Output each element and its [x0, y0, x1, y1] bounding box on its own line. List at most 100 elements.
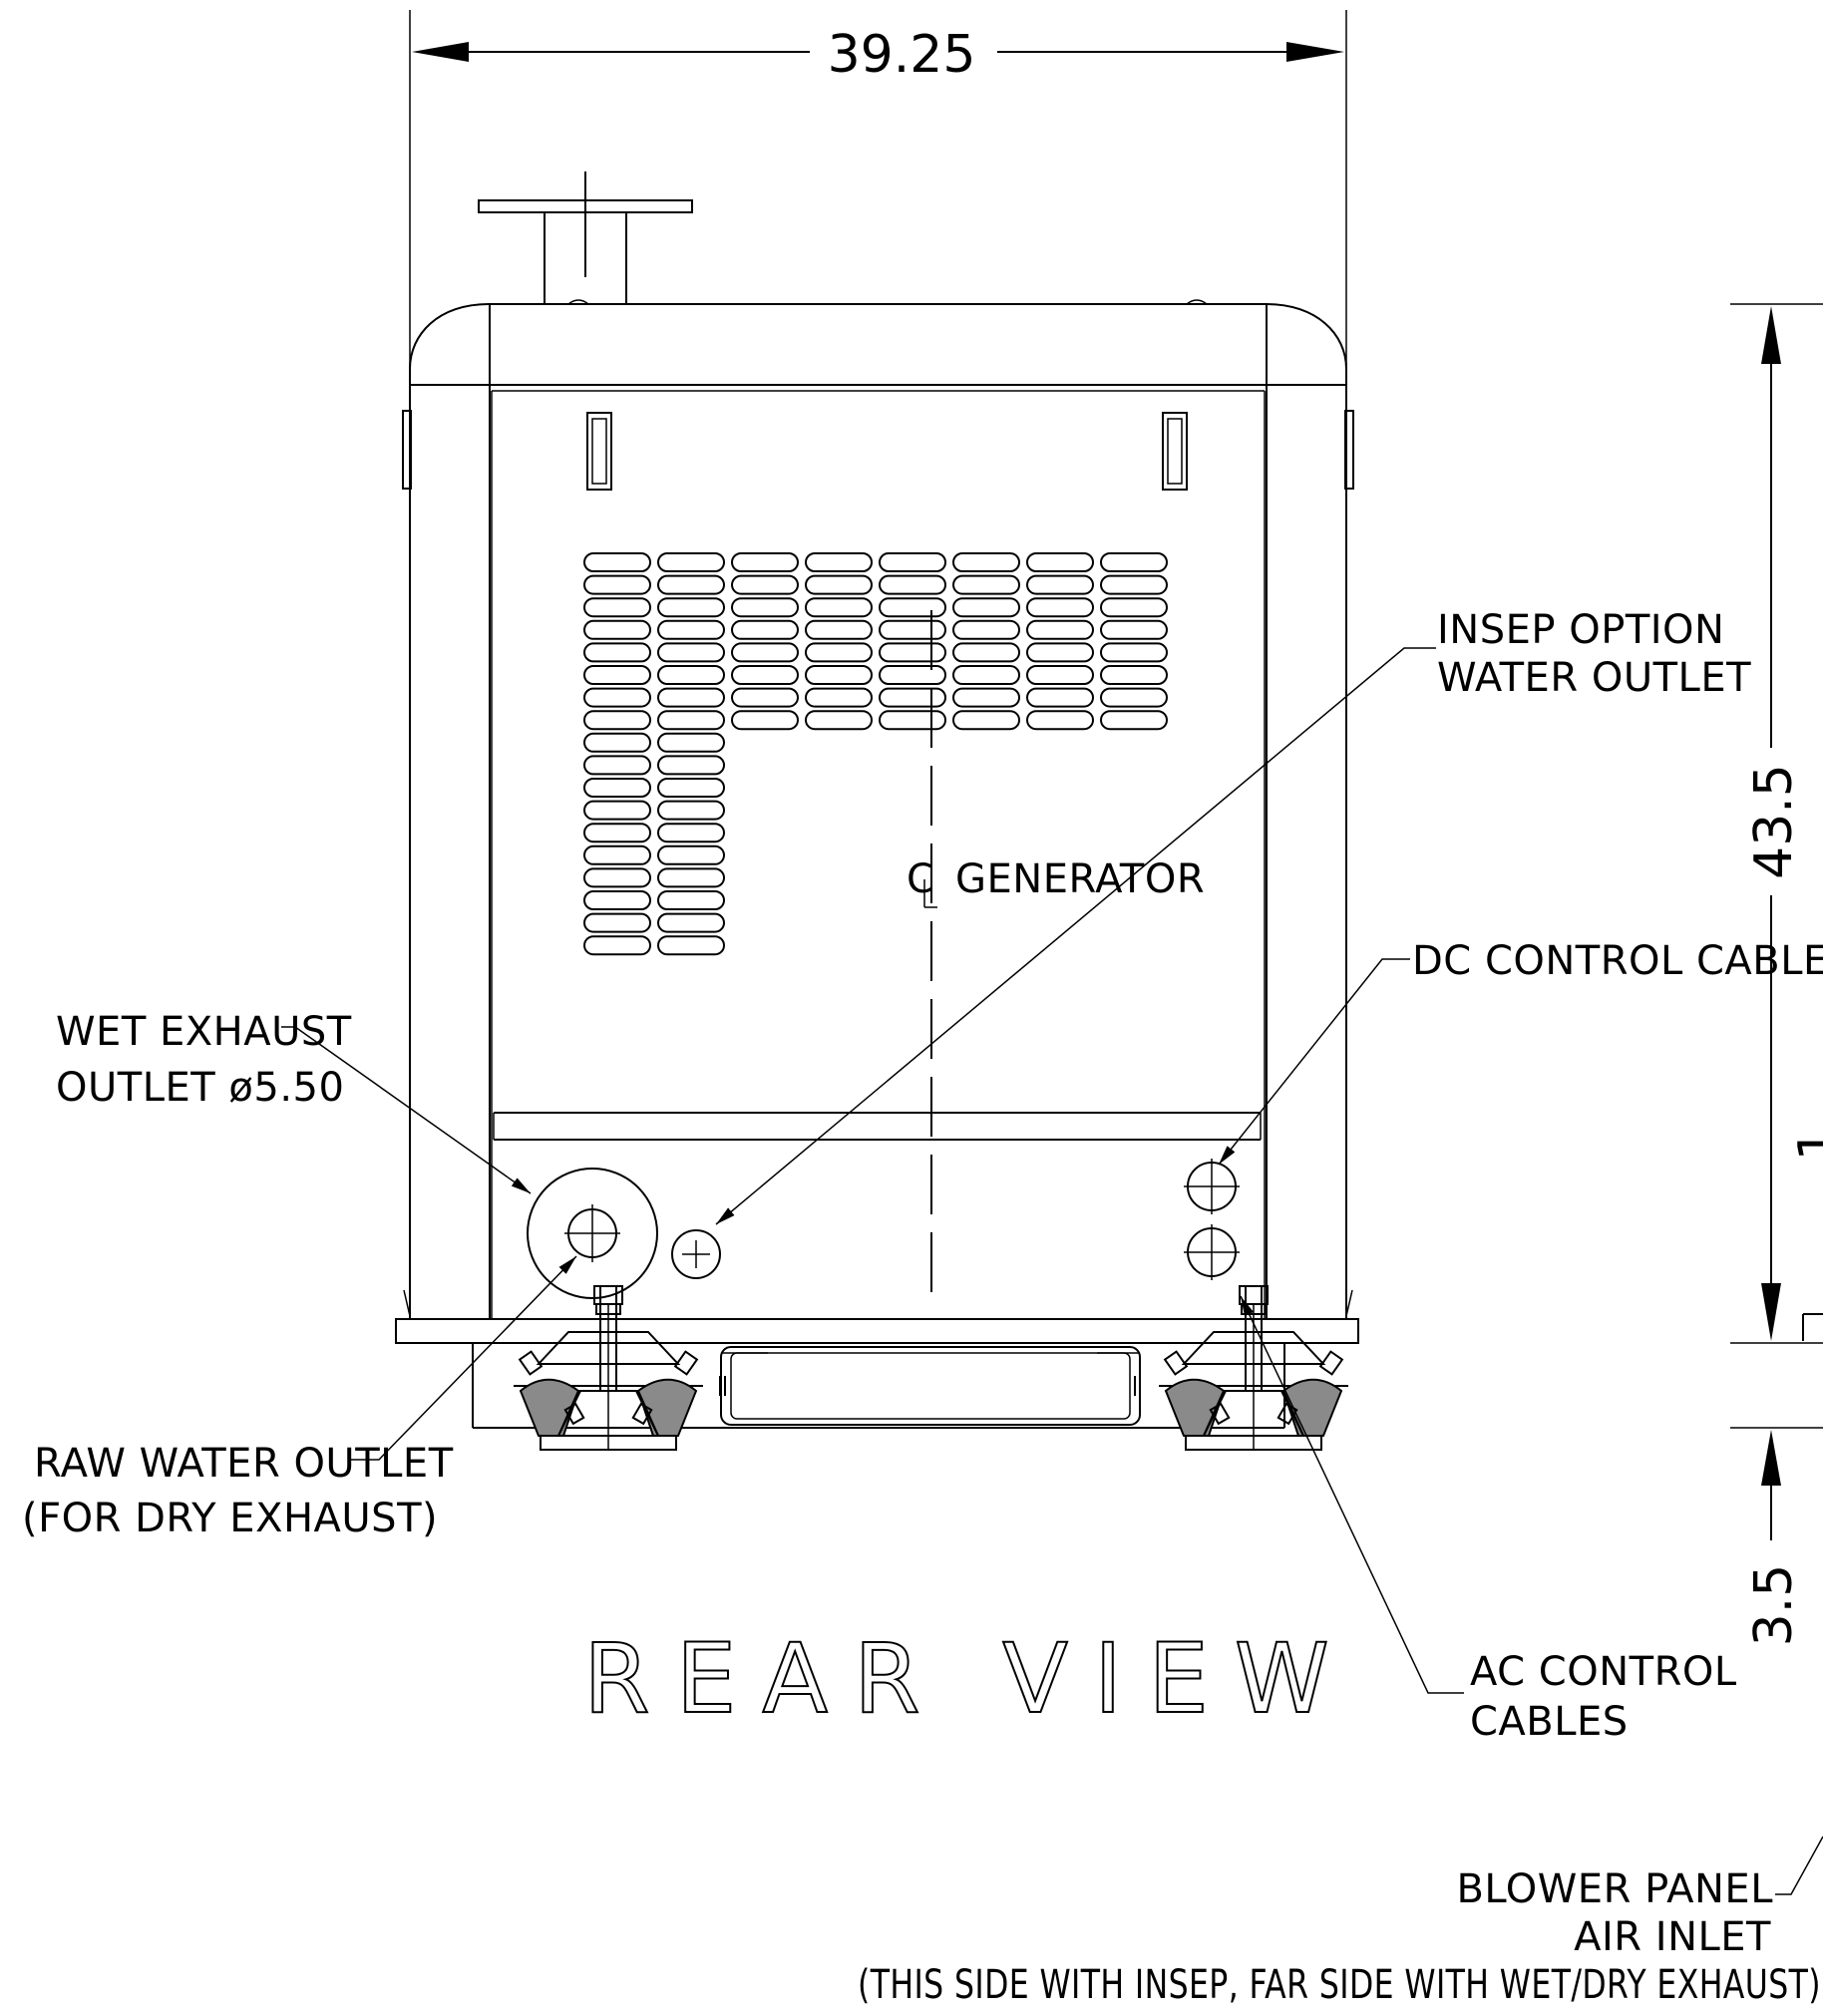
louver-slot [583, 755, 651, 776]
louver-slot [952, 574, 1020, 595]
right-vibration-mount [1159, 1285, 1348, 1451]
louver-slot [657, 552, 725, 572]
louver-slot [731, 687, 799, 708]
louver-slot [1100, 574, 1168, 595]
louver-slot [952, 710, 1020, 731]
louver-slot [583, 844, 651, 865]
louver-slot [1026, 552, 1094, 572]
height-dimension: 43.5 1 [1730, 303, 1823, 1429]
louver-slot [583, 597, 651, 618]
louver-slot [657, 755, 725, 776]
louver-slot [731, 574, 799, 595]
louver-slot [583, 935, 651, 956]
louver-slot [1026, 597, 1094, 618]
ac-control-label-line1: AC CONTROL [1470, 1649, 1737, 1695]
louver-slot [657, 732, 725, 753]
louver-slot [731, 619, 799, 640]
louver-slot [1100, 552, 1168, 572]
louver-slot [657, 597, 725, 618]
louver-slot [1026, 619, 1094, 640]
louver-slot [657, 867, 725, 888]
louver-slot [1026, 710, 1094, 731]
width-dimension: 39.25 [409, 10, 1347, 371]
louver-slot [952, 597, 1020, 618]
ac-control-label-line2: CABLES [1470, 1699, 1629, 1745]
louver-slot [805, 552, 873, 572]
raw-water-label-line2: (FOR DRY EXHAUST) [22, 1496, 438, 1541]
louver-slot [879, 574, 946, 595]
centerline-label: GENERATOR [955, 856, 1205, 902]
callout-labels: INSEP OPTION WATER OUTLET DC CONTROL CAB… [22, 607, 1823, 2008]
dc-control-label: DC CONTROL CABLES [1412, 938, 1823, 984]
wet-exhaust-label-line2: OUTLET ø5.50 [56, 1065, 344, 1111]
louver-slot [879, 619, 946, 640]
louver-slot [1026, 642, 1094, 663]
louver-slot [805, 710, 873, 731]
louver-slot [805, 665, 873, 685]
louver-slot [805, 597, 873, 618]
louver-slot [1100, 619, 1168, 640]
louver-vents [583, 552, 1168, 956]
louver-slot [657, 665, 725, 685]
louver-slot [731, 665, 799, 685]
insep-label-line1: INSEP OPTION [1437, 607, 1724, 653]
louver-slot [583, 890, 651, 910]
louver-slot [952, 642, 1020, 663]
louver-slot [952, 665, 1020, 685]
louver-slot [805, 687, 873, 708]
width-dimension-label: 39.25 [828, 25, 976, 85]
louver-slot [879, 665, 946, 685]
louver-slot [1100, 597, 1168, 618]
louver-slot [583, 732, 651, 753]
height-dimension-label: 43.5 [1744, 764, 1804, 879]
louver-slot [731, 552, 799, 572]
louver-slot [583, 867, 651, 888]
louver-slot [657, 642, 725, 663]
raw-water-label-line1: RAW WATER OUTLET [34, 1441, 454, 1487]
louver-slot [583, 912, 651, 933]
left-vibration-mount [514, 1285, 703, 1451]
view-title: REAR VIEW [583, 1623, 1355, 1735]
louver-slot [952, 552, 1020, 572]
louver-slot [1026, 665, 1094, 685]
louver-slot [657, 890, 725, 910]
louver-slot [657, 844, 725, 865]
insep-water-outlet [671, 1229, 721, 1279]
louver-slot [583, 687, 651, 708]
louver-slot [952, 619, 1020, 640]
louver-slot [879, 710, 946, 731]
louver-slot [583, 823, 651, 843]
louver-slot [1026, 574, 1094, 595]
generator-centerline: C GENERATOR [907, 610, 1205, 1306]
partial-dimension-label: 1 [1788, 1128, 1823, 1161]
wet-exhaust-outlet [527, 1168, 658, 1299]
louver-slot [583, 665, 651, 685]
base-dimension: 3.5 [1744, 1430, 1804, 1646]
insep-label-line2: WATER OUTLET [1437, 655, 1751, 701]
louver-slot [657, 800, 725, 821]
blower-label-line2: AIR INLET [1574, 1914, 1771, 1960]
louver-slot [657, 687, 725, 708]
louver-slot [657, 912, 725, 933]
louver-slot [1100, 687, 1168, 708]
ac-control-port [1184, 1224, 1240, 1280]
louver-slot [657, 778, 725, 798]
louver-slot [805, 574, 873, 595]
louver-slot [1100, 642, 1168, 663]
louver-slot [952, 687, 1020, 708]
louver-slot [583, 710, 651, 731]
louver-slot [583, 642, 651, 663]
louver-slot [731, 642, 799, 663]
base-dimension-label: 3.5 [1744, 1564, 1804, 1647]
dc-control-port [1184, 1159, 1240, 1214]
louver-slot [583, 552, 651, 572]
louver-slot [879, 642, 946, 663]
louver-slot [657, 935, 725, 956]
louver-slot [657, 574, 725, 595]
louver-slot [657, 710, 725, 731]
louver-slot [879, 597, 946, 618]
louver-slot [879, 687, 946, 708]
louver-slot [879, 552, 946, 572]
